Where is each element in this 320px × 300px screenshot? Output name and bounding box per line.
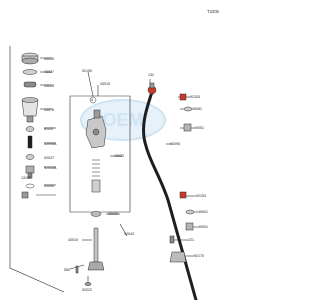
label-43027: 43027 — [44, 70, 54, 74]
label-92150: 92150 — [82, 69, 92, 73]
callout-a-top: A — [91, 98, 94, 102]
label-550: 550 — [64, 268, 70, 272]
svg-text:OEM: OEM — [102, 110, 143, 130]
brake-hose-43095 — [142, 90, 198, 300]
label-92153-bottom: 92153 — [196, 194, 206, 198]
label-92033: 92033 — [108, 212, 118, 216]
parts-diagram: T3205 OEM — [9, 9, 219, 300]
label-49001: 49001 — [198, 210, 208, 214]
label-92153-top: 92153 — [190, 95, 200, 99]
label-43095a: 43095A — [44, 142, 57, 146]
master-cylinder-group — [75, 96, 107, 286]
label-43020: 43020 — [114, 154, 124, 158]
label-132: 132 — [148, 73, 154, 77]
label-43010: 43010 — [68, 238, 78, 242]
label-92033a: 92033A — [44, 166, 57, 170]
label-92170: 92170 — [194, 254, 204, 258]
label-221: 221 — [188, 238, 194, 242]
label-43015: 43015 — [100, 82, 110, 86]
diagram-reference-code: T3205 — [207, 9, 219, 14]
label-92037-top: 92037 — [44, 127, 54, 131]
label-92022: 92022 — [82, 288, 92, 292]
label-43028: 43028 — [44, 84, 54, 88]
label-92037-mid: 92037 — [44, 156, 54, 160]
label-43078: 43078 — [44, 108, 54, 112]
cylinder-assembly-box — [69, 95, 131, 213]
label-49051b: 49051 — [198, 225, 208, 229]
label-49051: 49051 — [194, 126, 204, 130]
label-92055: 92055 — [44, 184, 54, 188]
label-13159: 13159 — [21, 176, 31, 180]
label-43095: 43095 — [170, 142, 180, 146]
exploded-view-drawing — [9, 46, 198, 300]
label-92043: 92043 — [124, 232, 134, 236]
left-group-bracket — [9, 46, 65, 293]
label-49081: 49081 — [192, 107, 202, 111]
label-43026: 43026 — [44, 57, 54, 61]
